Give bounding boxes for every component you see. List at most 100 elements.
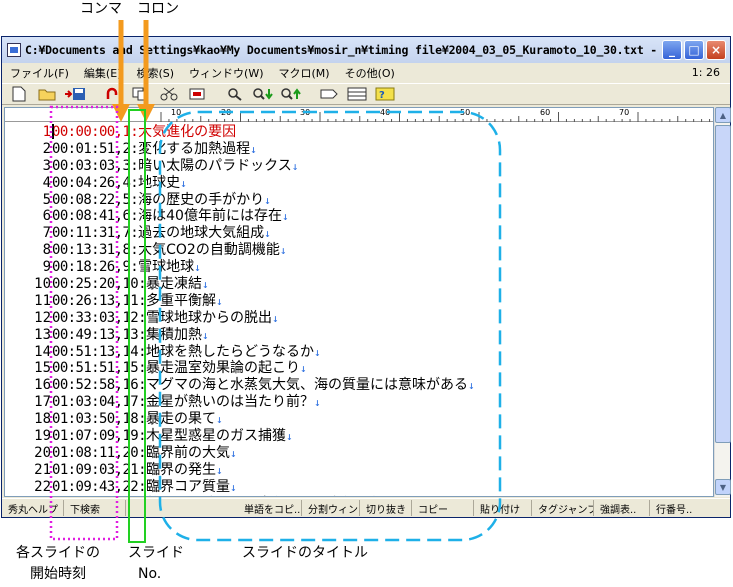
- line-text: 01:09:03,21:臨界の発生↓: [52, 461, 223, 479]
- menu-file[interactable]: ファイル(F): [10, 67, 69, 80]
- open-folder-icon[interactable]: [36, 85, 58, 103]
- fkey-search-down[interactable]: 下検索: [64, 500, 126, 516]
- fkey-tag-jump[interactable]: タグジャンプ: [532, 500, 594, 516]
- line-number: 10: [34, 276, 51, 293]
- newline-arrow-icon: ↓: [194, 261, 201, 275]
- ruler-label: 20: [221, 108, 232, 117]
- line-slide-title: マグマの海と水蒸気大気、海の質量には意味がある: [145, 377, 468, 394]
- split-window-icon[interactable]: [346, 85, 368, 103]
- line-time-and-no: 00:33:03,12:: [52, 309, 147, 326]
- save-icon[interactable]: [64, 85, 86, 103]
- annotation-slide-no-1: スライド: [128, 545, 184, 561]
- line-number: 1: [42, 124, 51, 140]
- menu-window[interactable]: ウィンドウ(W): [189, 67, 264, 80]
- line-text: 00:04:26,4:地球史↓: [52, 174, 187, 192]
- line-time-and-no: 01:09:43,22:: [52, 478, 147, 495]
- tag-jump-icon[interactable]: [318, 85, 340, 103]
- fkey-paste[interactable]: 貼り付け: [474, 500, 532, 516]
- line-time-and-no: 00:26:13,11:: [52, 292, 147, 309]
- minimize-button[interactable]: _: [662, 40, 682, 60]
- fkey-split-window[interactable]: 分割ウィン..: [302, 500, 360, 516]
- newline-arrow-icon: ↓: [229, 480, 237, 494]
- line-time-and-no: 00:49:13,13:: [52, 326, 147, 343]
- svg-text:?: ?: [379, 90, 385, 101]
- copy-icon[interactable]: [130, 85, 152, 103]
- fkey-copy[interactable]: コピー: [412, 500, 474, 516]
- app-icon[interactable]: [7, 43, 21, 57]
- scroll-down-icon[interactable]: ▼: [715, 479, 731, 495]
- title-bar[interactable]: C:¥Documents and Settings¥kao¥My Documen…: [2, 37, 730, 63]
- line-slide-title: 雪球地球からの脱出: [145, 309, 272, 326]
- line-time-and-no: 00:51:51,15:: [52, 360, 147, 377]
- line-time-and-no: 00:11:31,7:: [52, 225, 139, 242]
- scroll-up-icon[interactable]: ▲: [715, 107, 731, 123]
- line-number: 17: [34, 394, 51, 411]
- line-number: 13: [34, 326, 51, 343]
- close-button[interactable]: ×: [706, 40, 726, 60]
- newline-arrow-icon: ↓: [285, 430, 293, 444]
- search-icon[interactable]: [224, 85, 246, 103]
- line-time-and-no: 00:25:20,10:: [52, 276, 147, 293]
- find-next-icon[interactable]: [252, 85, 274, 103]
- newline-arrow-icon: ↓: [180, 176, 187, 190]
- find-prev-icon[interactable]: [280, 85, 302, 103]
- line-time-and-no: 00:04:26,4:: [52, 174, 139, 191]
- scroll-thumb[interactable]: [715, 125, 731, 443]
- vertical-scrollbar[interactable]: ▲ ▼: [714, 107, 731, 497]
- line-text: 00:33:03,12:雪球地球からの脱出↓: [52, 309, 279, 327]
- line-slide-title: 地球史: [138, 174, 181, 191]
- fkey-help[interactable]: 秀丸ヘルプ: [2, 500, 64, 516]
- undo-icon[interactable]: [102, 85, 124, 103]
- menu-search[interactable]: 検索(S): [136, 67, 175, 80]
- menu-other[interactable]: その他(O): [344, 67, 395, 80]
- line-number: 21: [34, 461, 51, 478]
- fkey-copy-word[interactable]: 単語をコピ..: [238, 500, 302, 516]
- cut-icon[interactable]: [158, 85, 180, 103]
- fkey-highlight[interactable]: 強調表..: [594, 500, 650, 516]
- line-text: 00:26:13,11:多重平衡解↓: [52, 292, 223, 310]
- new-file-icon[interactable]: [8, 85, 30, 103]
- line-number: 23: [9, 496, 51, 497]
- line-time-and-no: 01:07:09,19:: [52, 428, 147, 445]
- fkey-cut[interactable]: 切り抜き: [360, 500, 412, 516]
- line-slide-title: 整理：過熱過程の変化による大気進化: [146, 496, 384, 497]
- fkey-line-number[interactable]: 行番号..: [656, 505, 693, 516]
- newline-arrow-icon: ↓: [279, 244, 287, 258]
- menu-macro[interactable]: マクロ(M): [278, 67, 330, 80]
- newline-arrow-icon: ↓: [467, 379, 475, 393]
- paste-icon[interactable]: [186, 85, 208, 103]
- line-text: 00:51:51,15:暴走温室効果論の起こり↓: [52, 360, 307, 377]
- line-slide-title: 臨界の発生: [145, 461, 216, 478]
- line-number: 18: [34, 411, 51, 428]
- line-time-and-no: 00:01:51,2:: [52, 140, 139, 157]
- newline-arrow-icon: ↓: [250, 142, 257, 156]
- help-icon[interactable]: ?: [374, 85, 396, 103]
- menu-edit[interactable]: 編集(E): [83, 67, 122, 80]
- text-line[interactable]: 2301:12:17,23:整理：過熱過程の変化による大気進化↓: [5, 496, 713, 497]
- editor-window: C:¥Documents and Settings¥kao¥My Documen…: [1, 36, 731, 518]
- maximize-button[interactable]: □: [684, 40, 704, 60]
